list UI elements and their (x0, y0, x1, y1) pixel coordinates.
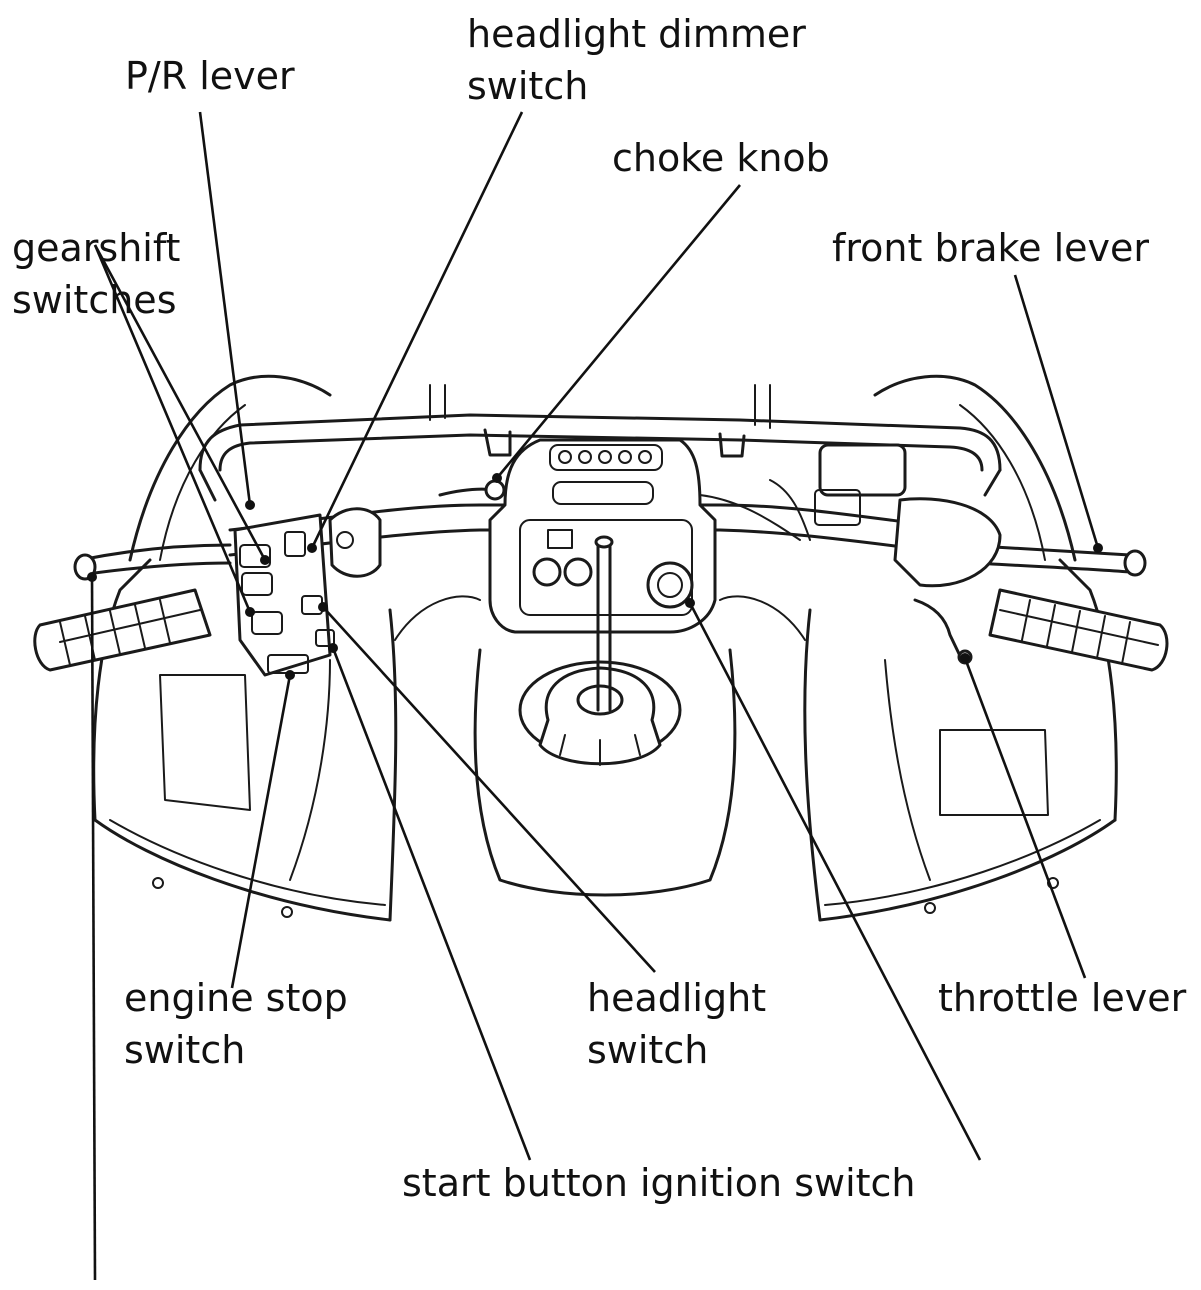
anchor-headlight-dimmer (307, 543, 317, 553)
anchor-engine-stop (285, 670, 295, 680)
label-headlight-dimmer-line2: switch (467, 64, 589, 108)
handlebar (33, 443, 1169, 677)
label-front-brake-lever: front brake lever (832, 226, 1150, 270)
label-headlight-switch-line2: switch (587, 1028, 709, 1072)
anchor-headlight-switch (318, 602, 328, 612)
label-headlight-switch-line1: headlight (587, 976, 767, 1020)
anchor-ignition-switch (685, 598, 695, 608)
label-engine-stop-line2: switch (124, 1028, 246, 1072)
leader-headlight-dimmer (310, 111, 524, 549)
label-start-ignition: start button ignition switch (402, 1161, 916, 1205)
leader-lines (87, 111, 1103, 1281)
leader-gearshift-1 (93, 244, 267, 561)
leader-ignition-switch (688, 602, 982, 1161)
label-pr-lever: P/R lever (125, 54, 295, 98)
label-headlight-dimmer-line1: headlight dimmer (467, 12, 806, 56)
leader-front-brake (1013, 274, 1100, 549)
leader-engine-stop (230, 674, 292, 989)
leader-throttle (963, 657, 1087, 979)
front-rack (198, 384, 1002, 502)
label-gearshift-line1: gearshift (12, 226, 181, 270)
anchor-start-button (328, 643, 338, 653)
leader-bottom-unlabeled (90, 576, 97, 1281)
leader-start-button (331, 647, 532, 1161)
label-throttle-lever: throttle lever (938, 976, 1187, 1020)
label-choke-knob: choke knob (612, 136, 830, 180)
leader-choke-knob (495, 184, 742, 479)
label-gearshift-line2: switches (12, 278, 177, 322)
leader-gearshift-2 (93, 244, 252, 613)
anchor-gearshift-2 (245, 607, 255, 617)
anchor-pr-lever (245, 500, 255, 510)
anchor-throttle (960, 653, 970, 663)
anchor-front-brake (1093, 543, 1103, 553)
label-engine-stop-line1: engine stop (124, 976, 348, 1020)
body-panels (92, 374, 1118, 922)
anchor-bottom-unlabeled (87, 572, 97, 582)
leader-pr-lever (198, 111, 252, 506)
center-console (488, 438, 717, 712)
anchor-gearshift-1 (260, 555, 270, 565)
anchor-choke-knob (492, 473, 502, 483)
leader-headlight-switch (322, 606, 656, 973)
